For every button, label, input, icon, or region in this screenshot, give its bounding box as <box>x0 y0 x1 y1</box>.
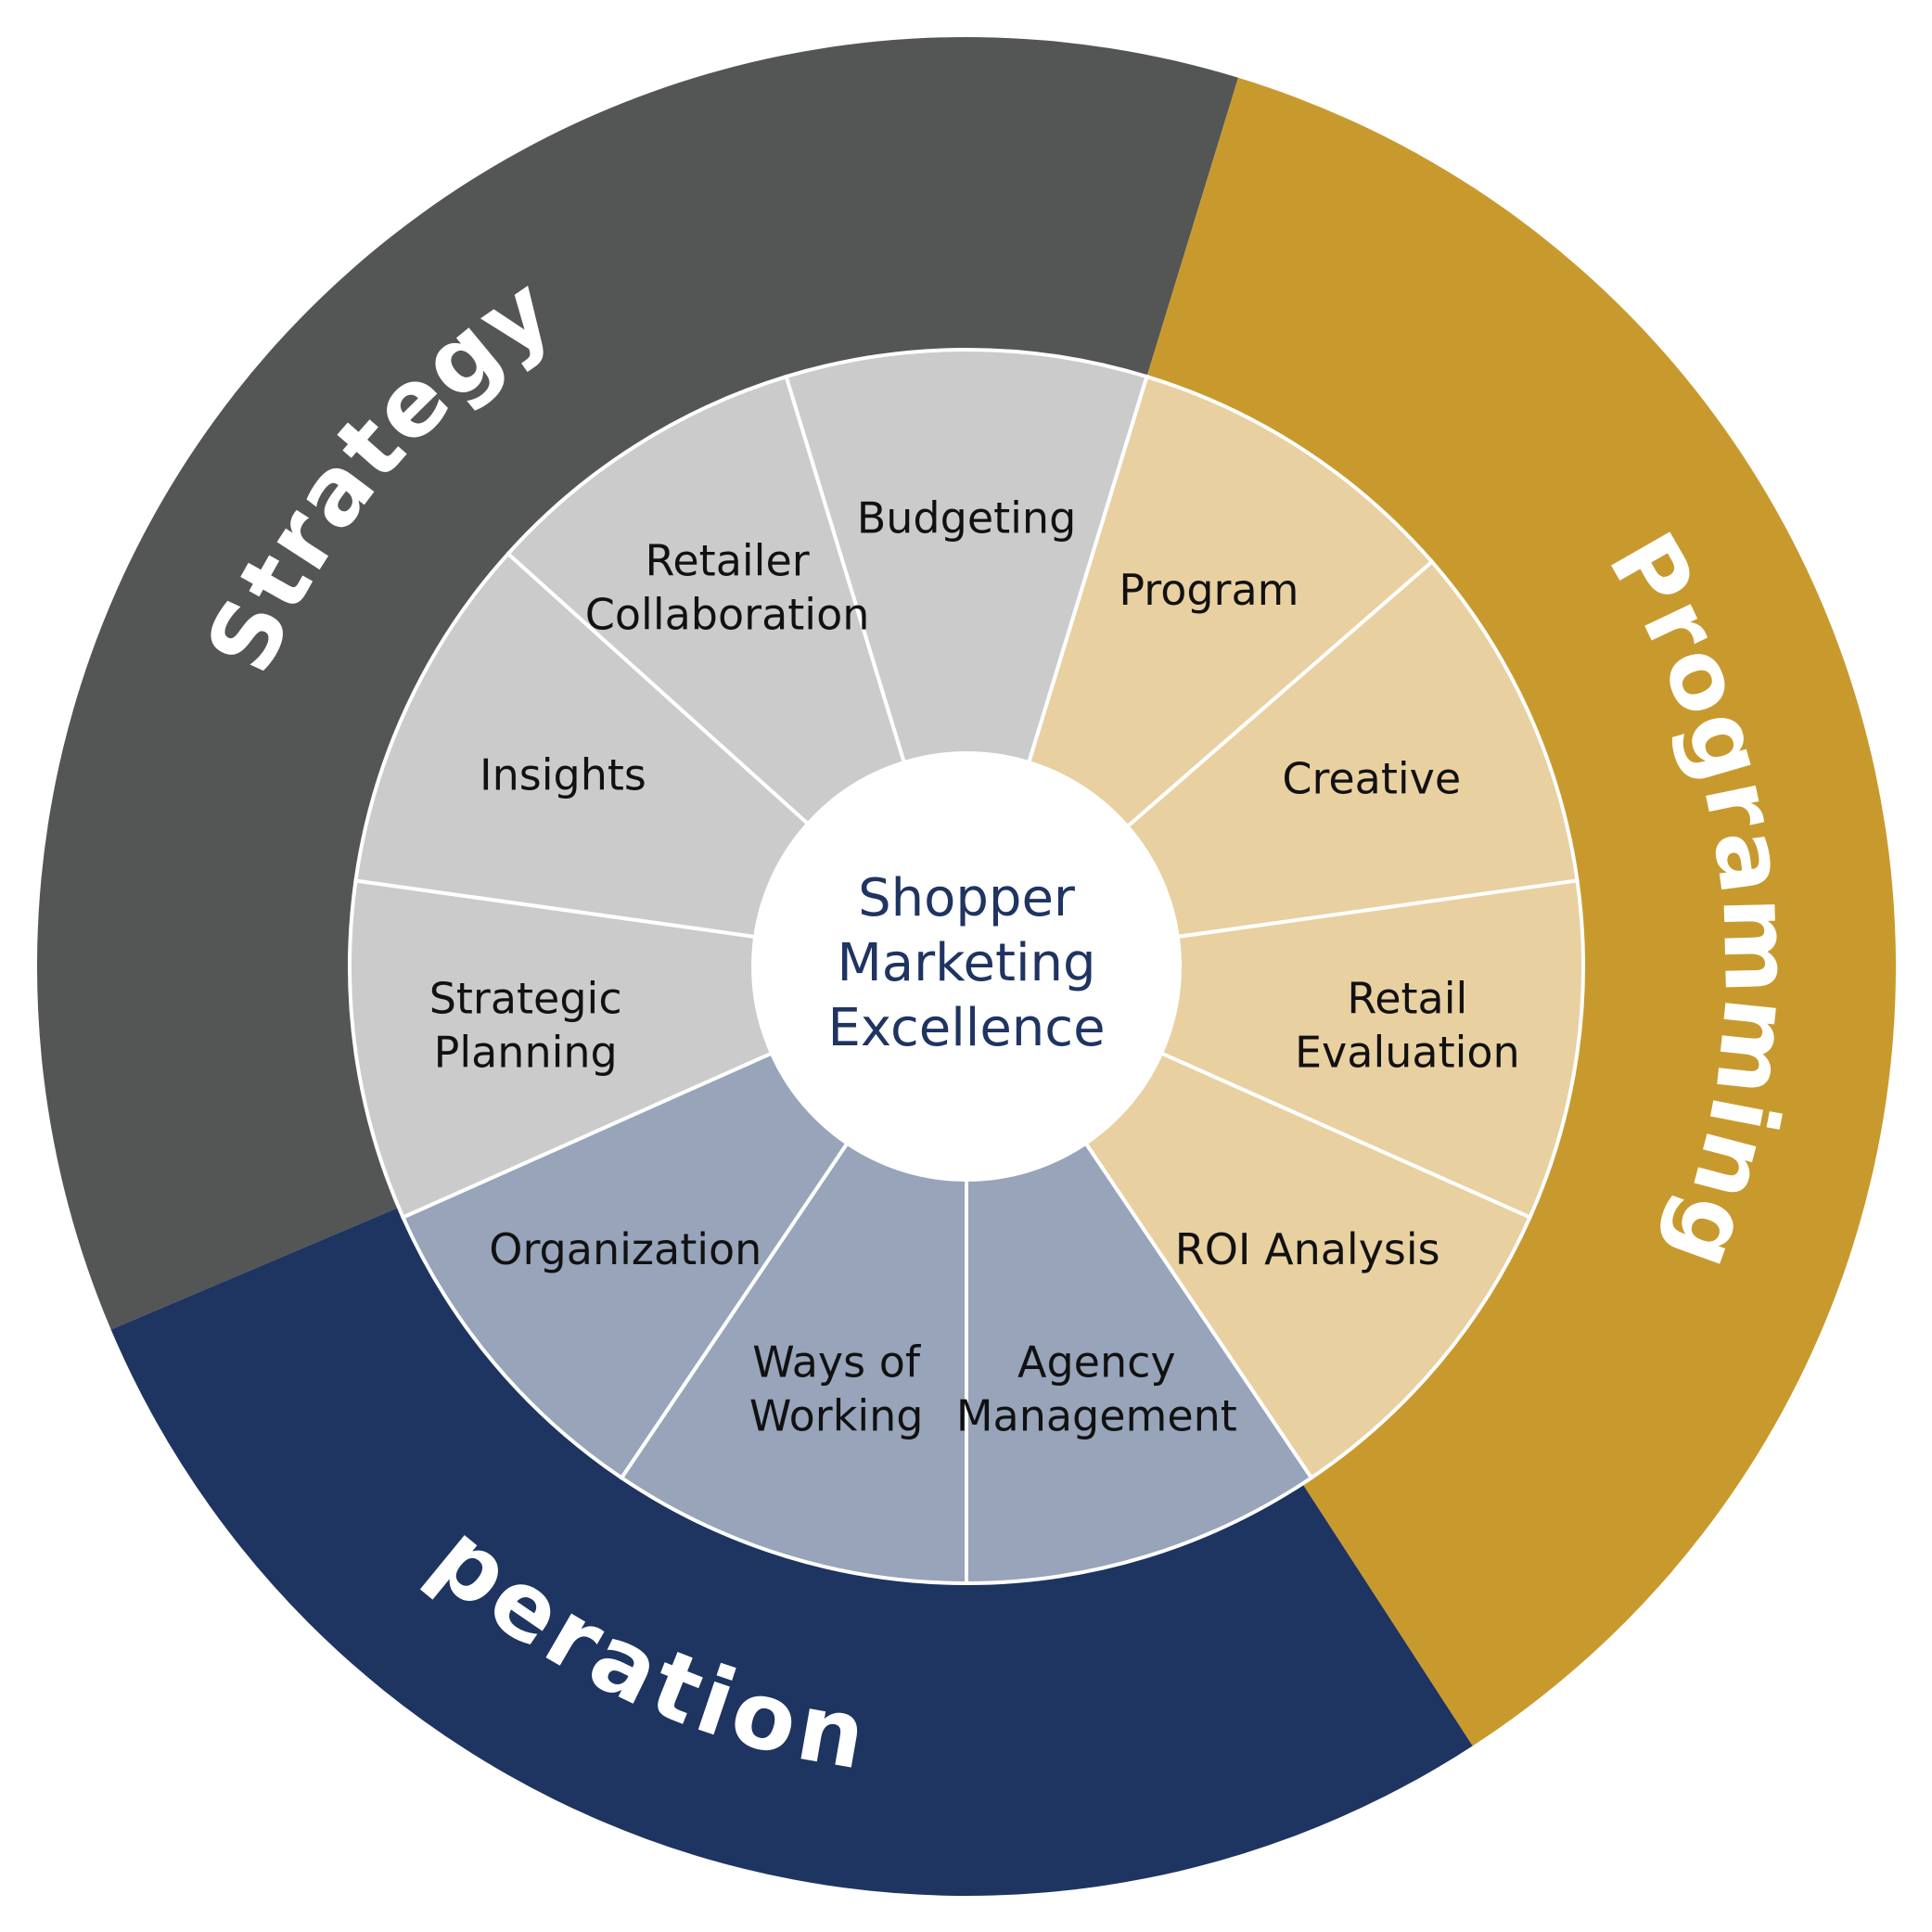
inner-label-ways-of-working-line-2: Working <box>749 1391 924 1441</box>
center-title-line-2: Marketing <box>837 933 1095 993</box>
inner-label-program: Program <box>1119 565 1299 615</box>
center-hub: Shopper Marketing Excellence <box>751 751 1182 1182</box>
inner-label-organization: Organization <box>489 1224 761 1274</box>
center-circle <box>751 751 1182 1182</box>
outer-segment-strategy <box>36 36 1238 1330</box>
outer-ring <box>36 36 1896 1896</box>
center-title-line-3: Excellence <box>827 998 1105 1058</box>
inner-label-retail-evaluation-line-2: Evaluation <box>1295 1027 1520 1077</box>
inner-label-retailer-collaboration-line-1: Retailer <box>645 536 809 586</box>
inner-label-retailer-collaboration-line-2: Collaboration <box>585 590 870 640</box>
inner-label-strategic-planning-line-2: Planning <box>434 1027 618 1077</box>
inner-label-budgeting: Budgeting <box>857 493 1077 544</box>
inner-label-agency-management-line-1: Agency <box>1017 1337 1176 1388</box>
outer-segment-programming <box>1145 77 1896 1746</box>
inner-label-ways-of-working-line-1: Ways of <box>752 1337 922 1388</box>
inner-ring-labels: BudgetingProgramCreativeRetailEvaluation… <box>429 493 1520 1441</box>
outer-segment-operations <box>110 1207 1473 1896</box>
inner-label-creative: Creative <box>1282 753 1461 803</box>
center-title-line-1: Shopper <box>858 868 1076 928</box>
inner-label-retail-evaluation-line-1: Retail <box>1347 973 1467 1023</box>
inner-label-insights: Insights <box>480 750 646 800</box>
inner-label-strategic-planning-line-1: Strategic <box>429 973 622 1023</box>
inner-label-agency-management-line-2: Management <box>956 1391 1237 1441</box>
inner-label-roi-analysis: ROI Analysis <box>1175 1224 1440 1274</box>
